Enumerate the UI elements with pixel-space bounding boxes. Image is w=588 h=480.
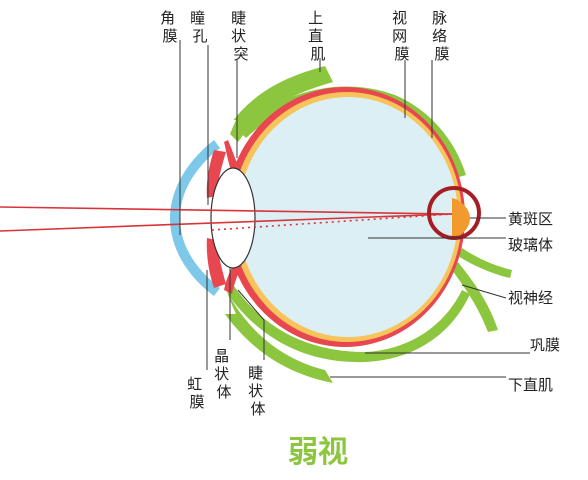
label-pupil-c2: 孔 — [192, 27, 207, 45]
label-lens-c3: 体 — [216, 383, 231, 401]
label-pupil: 瞳 孔 — [190, 9, 210, 45]
label-ciliary-process-c3: 突 — [233, 45, 248, 63]
label-cornea-c2: 膜 — [162, 27, 177, 45]
label-superior-rectus-c3: 肌 — [310, 45, 325, 63]
label-ciliary-process-c1: 睫 — [231, 9, 246, 27]
label-ciliary-body-c2: 状 — [248, 382, 263, 400]
macula-region — [452, 198, 470, 238]
label-retina-c3: 膜 — [394, 45, 409, 63]
cornea — [170, 140, 220, 296]
label-choroid-c3: 膜 — [434, 45, 449, 63]
label-macula: 黄斑区 — [508, 210, 553, 228]
ciliary-process-upper — [224, 140, 240, 174]
label-superior-rectus-c2: 直 — [308, 27, 323, 45]
leader-ciliary-body — [237, 289, 265, 360]
label-retina-c1: 视 — [392, 9, 407, 27]
label-ciliary-process-c2: 状 — [231, 27, 246, 45]
lower-sclera-green — [222, 280, 470, 363]
label-iris-c2: 膜 — [189, 393, 204, 411]
lens — [210, 167, 256, 269]
light-ray-lower — [0, 213, 453, 232]
label-cornea: 角 膜 — [160, 9, 180, 45]
label-vitreous: 玻璃体 — [508, 236, 553, 254]
label-sclera: 巩膜 — [530, 336, 560, 354]
label-ciliary-process: 睫 状 突 — [231, 9, 251, 63]
ciliary-body-lower — [224, 260, 242, 294]
label-superior-rectus: 上 直 肌 — [308, 9, 328, 63]
iris-lower — [206, 238, 226, 288]
label-retina-c2: 网 — [392, 27, 407, 45]
label-choroid: 脉 络 膜 — [432, 9, 452, 63]
label-ciliary-body-c1: 睫 — [248, 364, 263, 382]
label-lens: 晶 状 体 — [214, 347, 234, 401]
label-choroid-c1: 脉 — [432, 9, 447, 27]
label-lens-c1: 晶 — [214, 347, 229, 365]
leader-lines — [179, 40, 530, 378]
label-iris: 虹 膜 — [187, 375, 207, 411]
label-ciliary-body: 睫 状 体 — [248, 364, 268, 418]
optic-nerve-upper — [458, 248, 512, 278]
label-iris-c1: 虹 — [187, 375, 202, 393]
label-pupil-c1: 瞳 — [190, 9, 205, 27]
label-inferior-rectus: 下直肌 — [508, 376, 553, 394]
light-ray-upper — [0, 206, 453, 215]
label-choroid-c2: 络 — [432, 27, 447, 45]
label-ciliary-body-c3: 体 — [250, 400, 265, 418]
label-lens-c2: 状 — [214, 365, 229, 383]
leader-optic-nerve — [461, 284, 507, 299]
iris-upper — [206, 150, 226, 198]
label-superior-rectus-c1: 上 — [308, 9, 323, 27]
light-ray-dotted — [211, 213, 453, 231]
label-retina: 视 网 膜 — [392, 9, 412, 63]
label-optic-nerve: 视神经 — [508, 289, 553, 307]
vitreous-body — [238, 97, 458, 337]
optic-nerve-sheath — [452, 262, 498, 332]
label-cornea-c1: 角 — [160, 9, 175, 27]
diagram-title: 弱视 — [288, 435, 348, 470]
